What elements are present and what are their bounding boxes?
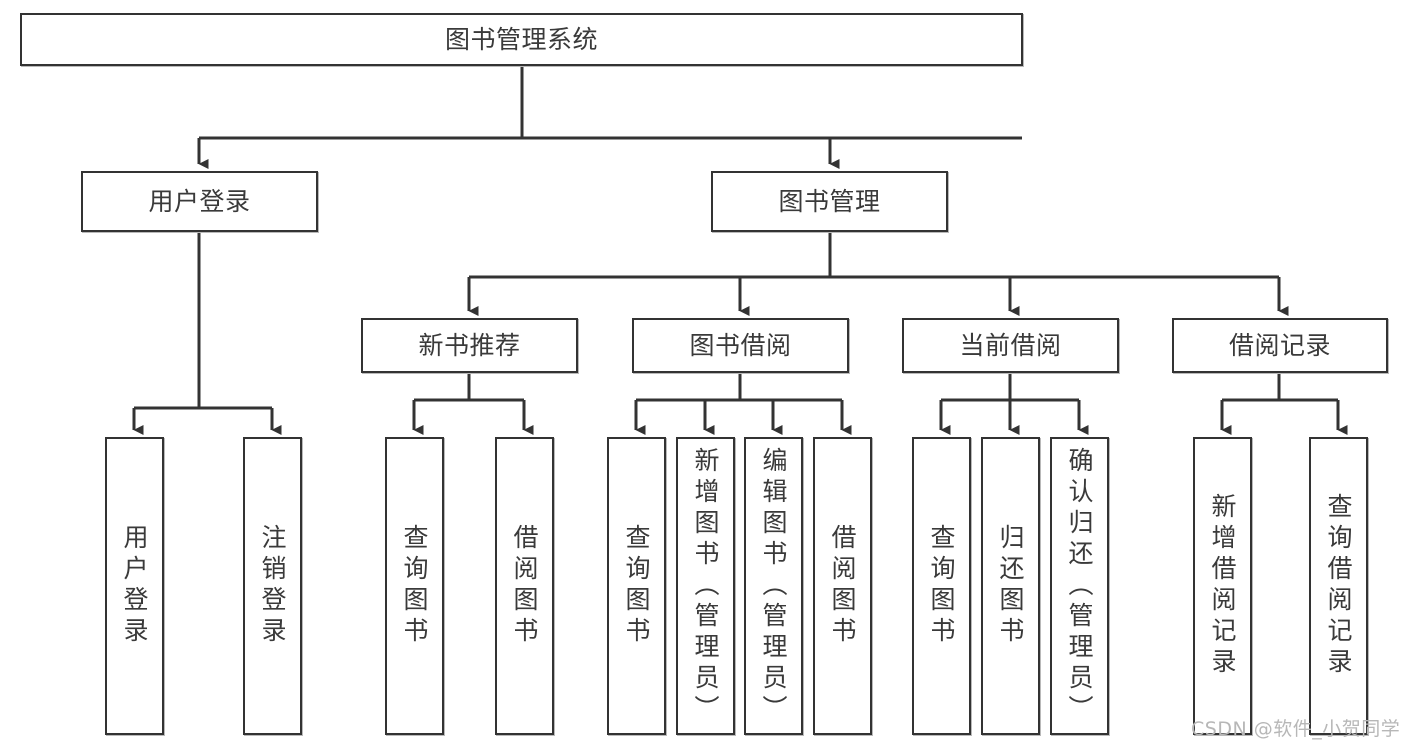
node-new-book-recommend[interactable]: 新书推荐 [361,318,578,373]
node-label: 当前借阅 [959,331,1062,360]
node-label: 确认归还（管理员） [1065,446,1094,726]
leaf-new-book-borrow[interactable]: 借阅图书 [495,437,554,735]
node-label: 查询图书 [622,524,651,648]
csdn-watermark: CSDN @软件_小贺同学 [1191,718,1401,740]
leaf-current-borrow-return[interactable]: 归还图书 [981,437,1040,735]
leaf-current-borrow-query[interactable]: 查询图书 [912,437,971,735]
node-label: 查询借阅记录 [1324,493,1353,679]
node-label: 图书管理系统 [444,25,598,54]
node-label: 借阅图书 [510,524,539,648]
node-user-login[interactable]: 用户登录 [81,171,318,232]
node-label: 新增图书（管理员） [691,446,720,726]
leaf-book-borrow-borrow[interactable]: 借阅图书 [813,437,872,735]
node-label: 查询图书 [927,524,956,648]
node-label: 图书管理 [778,187,881,216]
leaf-user-login-signin[interactable]: 用户登录 [105,437,164,735]
node-label: 注销登录 [258,524,287,648]
leaf-borrow-record-query[interactable]: 查询借阅记录 [1309,437,1368,735]
node-label: 借阅图书 [828,524,857,648]
leaf-new-book-query[interactable]: 查询图书 [385,437,444,735]
leaf-book-borrow-query[interactable]: 查询图书 [607,437,666,735]
node-book-management[interactable]: 图书管理 [711,171,948,232]
node-label: 用户登录 [148,187,251,216]
node-label: 图书借阅 [689,331,792,360]
node-label: 新增借阅记录 [1208,493,1237,679]
node-book-borrow[interactable]: 图书借阅 [632,318,849,373]
node-current-borrow[interactable]: 当前借阅 [902,318,1119,373]
node-root-system[interactable]: 图书管理系统 [20,13,1023,66]
leaf-book-borrow-add[interactable]: 新增图书（管理员） [676,437,735,735]
leaf-current-borrow-confirm-return[interactable]: 确认归还（管理员） [1050,437,1109,735]
leaf-user-login-signout[interactable]: 注销登录 [243,437,302,735]
node-label: 编辑图书（管理员） [759,446,788,726]
leaf-book-borrow-edit[interactable]: 编辑图书（管理员） [744,437,803,735]
node-label: 用户登录 [120,524,149,648]
node-label: 查询图书 [400,524,429,648]
node-label: 归还图书 [996,524,1025,648]
node-label: 借阅记录 [1228,331,1331,360]
node-label: 新书推荐 [418,331,521,360]
node-borrow-record[interactable]: 借阅记录 [1172,318,1388,373]
leaf-borrow-record-add[interactable]: 新增借阅记录 [1193,437,1252,735]
